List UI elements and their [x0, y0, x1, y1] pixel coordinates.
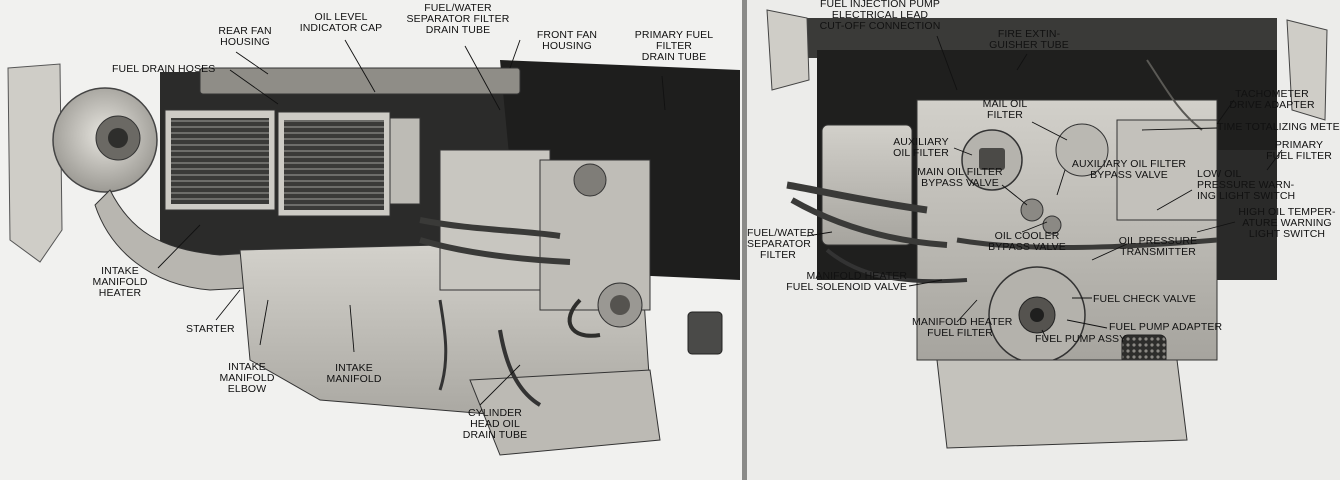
label-rear-fan-housing: REAR FAN HOUSING	[218, 25, 272, 48]
label-fuel-water-separator-filter-drain-tube: FUEL/WATER SEPARATOR FILTER DRAIN TUBE	[406, 2, 510, 36]
label-low-oil-pressure-warning-light-switch: LOW OIL PRESSURE WARN- ING LIGHT SWITCH	[1197, 168, 1296, 202]
label-time-totalizing-meter: TIME TOTALIZING METER	[1217, 121, 1340, 133]
label-intake-manifold-heater: INTAKE MANIFOLD HEATER	[92, 265, 148, 299]
label-mail-oil-filter: MAIL OIL FILTER	[982, 98, 1028, 121]
label-intake-manifold: INTAKE MANIFOLD	[326, 362, 382, 385]
label-primary-fuel-filter: PRIMARY FUEL FILTER	[1266, 139, 1332, 162]
engine-front-view: FUEL INJECTION PUMP ELECTRICAL LEAD CUT-…	[747, 0, 1340, 480]
right-leader-lines	[806, 35, 1283, 341]
label-intake-manifold-elbow: INTAKE MANIFOLD ELBOW	[219, 361, 275, 395]
label-fuel-injection-pump-electrical-lead: FUEL INJECTION PUMP ELECTRICAL LEAD CUT-…	[819, 0, 941, 32]
label-tachometer-drive-adapter: TACHOMETER DRIVE ADAPTER	[1229, 88, 1315, 111]
engine-left-illustration	[7, 39, 740, 456]
label-cylinder-head-oil-drain-tube: CYLINDER HEAD OIL DRAIN TUBE	[462, 407, 528, 441]
label-primary-fuel-filter-drain-tube: PRIMARY FUEL FILTER DRAIN TUBE	[634, 29, 714, 63]
label-auxiliary-oil-filter: AUXILIARY OIL FILTER	[893, 136, 949, 159]
label-fire-extinguisher-tube: FIRE EXTIN- GUISHER TUBE	[989, 28, 1069, 51]
label-high-oil-temperature-warning-light-switch: HIGH OIL TEMPER- ATURE WARNING LIGHT SWI…	[1238, 206, 1336, 240]
label-manifold-heater-fuel-solenoid-valve: MANIFOLD HEATER FUEL SOLENOID VALVE	[786, 270, 907, 293]
left-leader-lines	[157, 39, 666, 406]
label-fuel-pump-assy: FUEL PUMP ASSY	[1035, 333, 1127, 345]
label-starter: STARTER	[186, 323, 235, 335]
label-main-oil-filter-bypass-valve: MAIN OIL FILTER BYPASS VALVE	[917, 166, 1003, 189]
label-fuel-check-valve: FUEL CHECK VALVE	[1093, 293, 1196, 305]
label-manifold-heater-fuel-filter: MANIFOLD HEATER FUEL FILTER	[912, 316, 1013, 339]
label-oil-cooler-bypass-valve: OIL COOLER BYPASS VALVE	[988, 230, 1066, 253]
panel-divider	[742, 0, 747, 480]
label-fuel-water-separator-filter: FUEL/WATER SEPARATOR FILTER	[747, 227, 815, 261]
label-fuel-pump-adapter: FUEL PUMP ADAPTER	[1109, 321, 1223, 333]
engine-front-illustration	[766, 9, 1328, 449]
label-fuel-drain-hoses: FUEL DRAIN HOSES	[112, 63, 216, 75]
label-oil-level-indicator-cap: OIL LEVEL INDICATOR CAP	[299, 11, 383, 34]
label-oil-pressure-transmitter: OIL PRESSURE TRANSMITTER	[1118, 235, 1198, 258]
label-auxiliary-oil-filter-bypass-valve: AUXILIARY OIL FILTER BYPASS VALVE	[1071, 158, 1187, 181]
engine-left-side-view: REAR FAN HOUSING OIL LEVEL INDICATOR CAP…	[7, 2, 740, 456]
label-front-fan-housing: FRONT FAN HOUSING	[536, 29, 598, 52]
